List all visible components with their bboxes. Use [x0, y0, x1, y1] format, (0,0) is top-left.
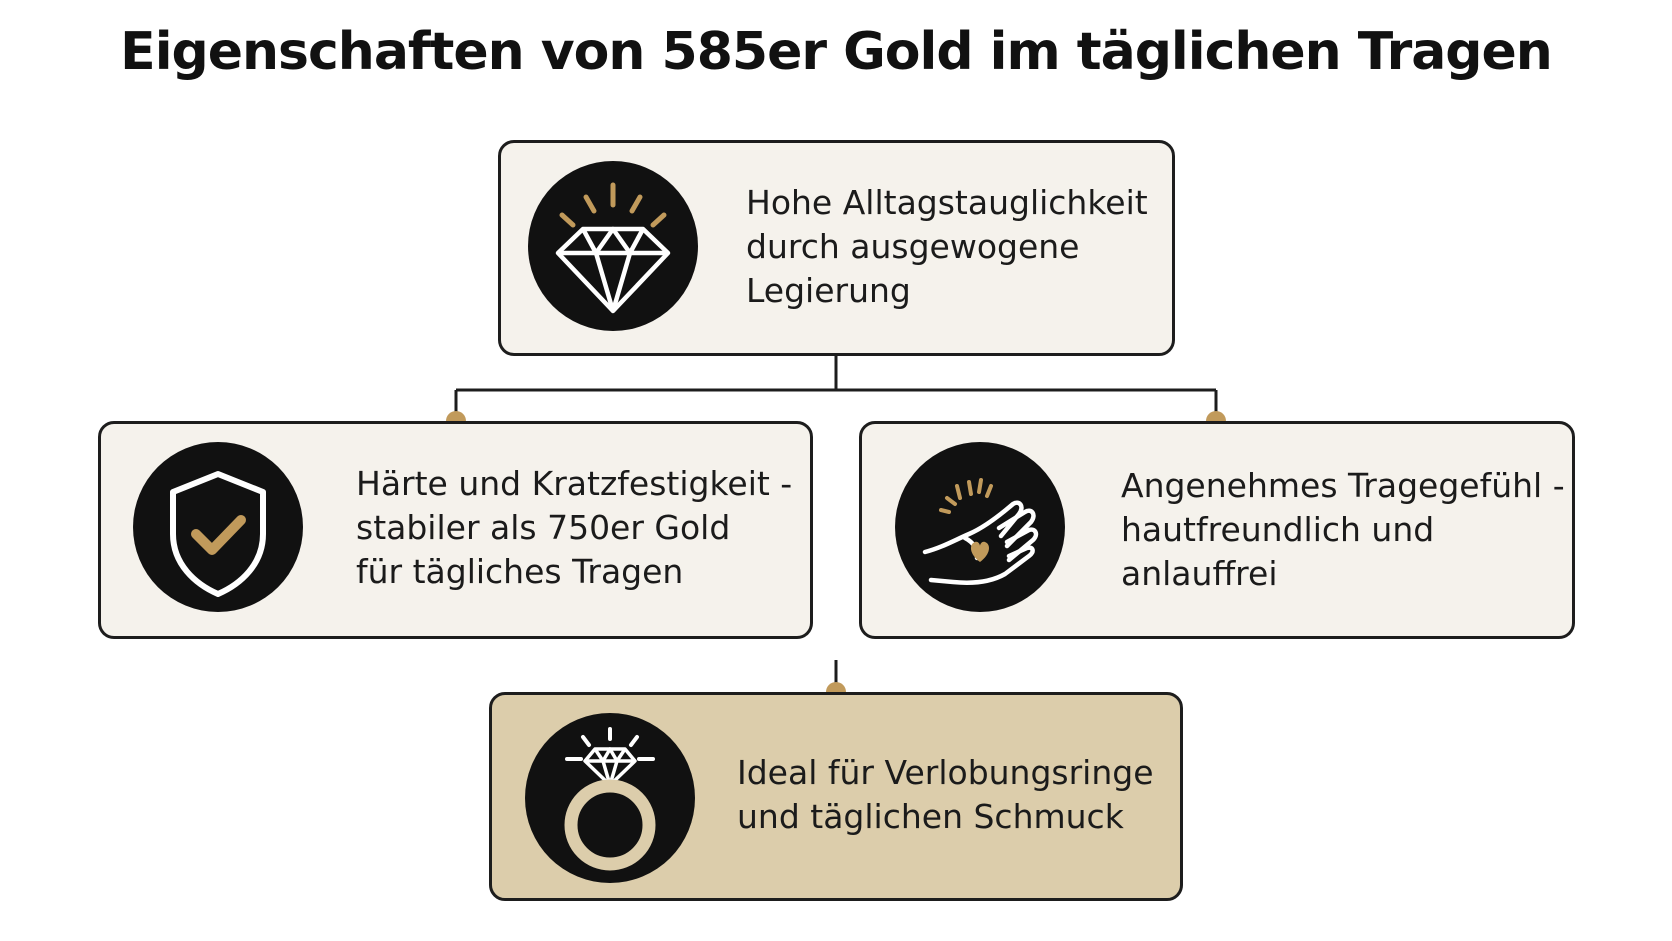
card-bottom-text: Ideal für Verlobungsringe und täglichen …: [737, 753, 1154, 836]
diamond-icon: [528, 161, 698, 331]
page-title: Eigenschaften von 585er Gold im tägliche…: [120, 22, 1553, 82]
card-right: Angenehmes Tragegefühl - hautfreundlich …: [859, 421, 1575, 639]
card-left-text: Härte und Kratzfestigkeit - stabiler als…: [356, 464, 793, 591]
card-top: Hohe Alltagstauglichkeit durch ausgewoge…: [498, 140, 1175, 356]
hand-heart-icon: [895, 442, 1065, 612]
card-left: Härte und Kratzfestigkeit - stabiler als…: [98, 421, 813, 639]
card-top-text: Hohe Alltagstauglichkeit durch ausgewoge…: [746, 183, 1148, 310]
card-bottom: Ideal für Verlobungsringe und täglichen …: [489, 692, 1183, 901]
diamond-ring-icon: [525, 713, 695, 883]
shield-check-icon: [133, 442, 303, 612]
card-right-text: Angenehmes Tragegefühl - hautfreundlich …: [1121, 466, 1565, 593]
